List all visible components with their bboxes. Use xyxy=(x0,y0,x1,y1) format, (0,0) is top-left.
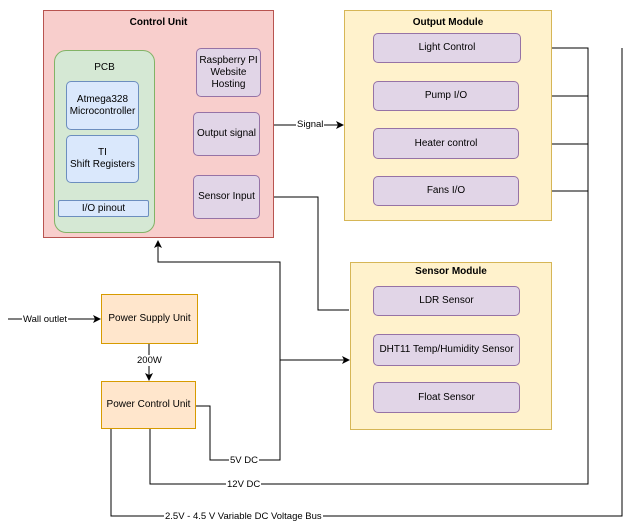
sensor-module-to-input xyxy=(261,193,349,311)
power-supply-unit-box: Power Supply Unit xyxy=(101,294,198,344)
pcb-title: PCB xyxy=(94,62,115,73)
bus-line xyxy=(110,48,623,517)
watts-label: 200W xyxy=(136,355,163,366)
light-control-box: Light Control xyxy=(373,33,521,63)
v12-line xyxy=(149,44,589,485)
fans-io-box: Fans I/O xyxy=(373,176,519,206)
power-control-unit-box: Power Control Unit xyxy=(101,381,196,429)
output-module-title: Output Module xyxy=(412,17,484,28)
v12-label: 12V DC xyxy=(226,479,262,490)
sensor-input-box: Sensor Input xyxy=(193,175,260,219)
control-unit-title: Control Unit xyxy=(129,17,188,28)
shift-registers-box: TI Shift Registers xyxy=(66,135,139,183)
io-pinout-box: I/O pinout xyxy=(58,200,149,217)
signal-label: Signal xyxy=(296,119,325,130)
bus-label: 2.5V - 4.5 V Variable DC Voltage Bus xyxy=(164,511,323,522)
wall-outlet-label: Wall outlet xyxy=(22,314,68,325)
v5-line xyxy=(154,240,281,461)
raspberry-pi-box: Raspberry PI Website Hosting xyxy=(196,48,261,97)
heater-control-box: Heater control xyxy=(373,128,519,159)
float-sensor-box: Float Sensor xyxy=(373,382,520,413)
ldr-sensor-box: LDR Sensor xyxy=(373,286,520,316)
pump-io-box: Pump I/O xyxy=(373,81,519,111)
output-signal-box: Output signal xyxy=(193,112,260,156)
v5-label: 5V DC xyxy=(229,455,259,466)
dht11-sensor-box: DHT11 Temp/Humidity Sensor xyxy=(373,334,520,366)
microcontroller-box: Atmega328 Microcontroller xyxy=(66,81,139,130)
sensor-module-title: Sensor Module xyxy=(415,266,487,277)
